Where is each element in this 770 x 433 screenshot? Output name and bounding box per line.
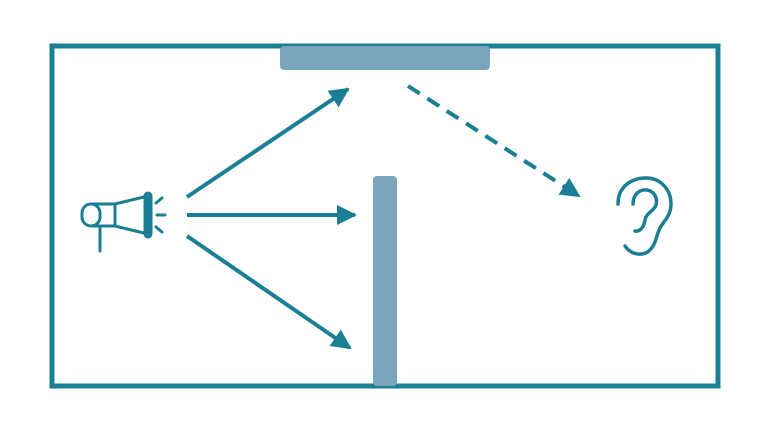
lower-ray bbox=[185, 234, 352, 350]
reflected-ray bbox=[406, 84, 581, 198]
upper-ray bbox=[185, 87, 350, 199]
barrier-wall bbox=[373, 176, 397, 386]
ear-icon bbox=[616, 176, 673, 256]
ceiling-panel bbox=[280, 46, 490, 70]
megaphone-icon bbox=[80, 191, 167, 253]
sound-paths bbox=[185, 84, 581, 350]
